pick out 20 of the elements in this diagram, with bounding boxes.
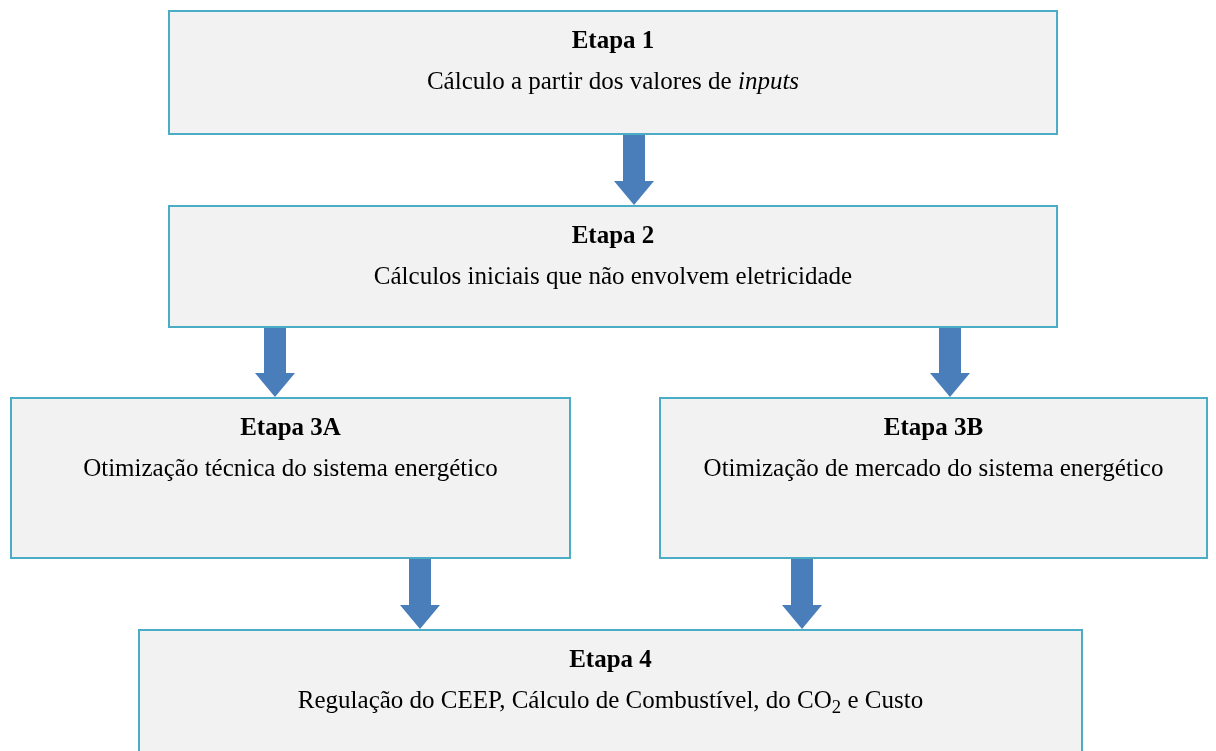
step-description: Cálculo a partir dos valores de inputs	[426, 66, 800, 96]
step-title: Etapa 2	[571, 220, 655, 250]
block-arrow	[782, 559, 822, 629]
process-box	[659, 397, 1208, 559]
step-description: Cálculos iniciais que não envolvem eletricidade	[373, 261, 853, 291]
step-title: Etapa 3A	[240, 412, 341, 442]
process-box	[138, 629, 1083, 751]
process-box	[168, 10, 1058, 135]
step-description: Regulação do CEEP, Cálculo de Combustível, do CO$_{2}$ e Custo	[297, 685, 924, 715]
block-arrow	[255, 328, 295, 397]
block-arrow	[400, 559, 440, 629]
step-title: Etapa 1	[571, 25, 655, 55]
process-box	[168, 205, 1058, 328]
block-arrow	[614, 135, 654, 205]
process-box	[10, 397, 571, 559]
block-arrow	[930, 328, 970, 397]
step-title: Etapa 4	[569, 644, 652, 674]
step-description: Otimização técnica do sistema energético	[83, 453, 498, 483]
step-title: Etapa 3B	[883, 412, 984, 442]
step-description: Otimização de mercado do sistema energético	[703, 453, 1164, 483]
